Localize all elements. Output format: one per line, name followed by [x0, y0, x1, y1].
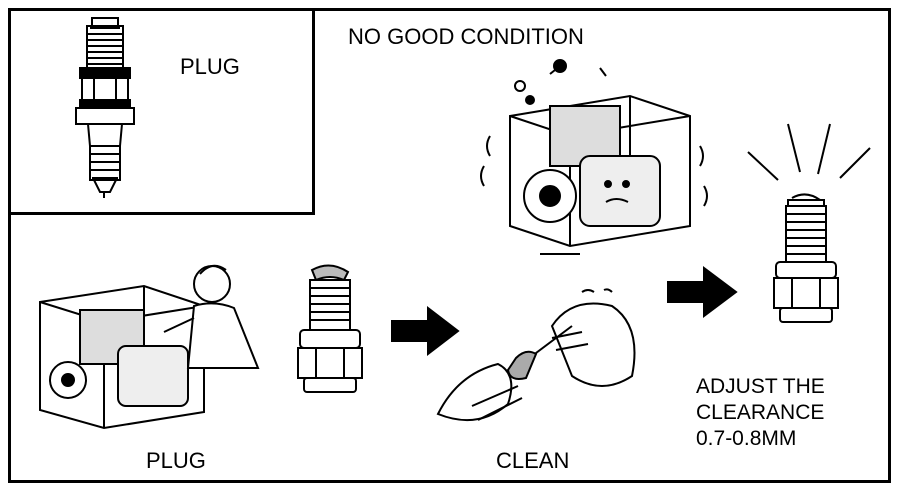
clean-label: CLEAN [496, 448, 570, 473]
adjust-clearance-label: ADJUST THE CLEARANCE 0.7-0.8MM [696, 374, 825, 452]
plug-bottom-label: PLUG [146, 448, 206, 473]
plug-inset-box [8, 8, 315, 215]
mechanic-icon [34, 262, 269, 437]
adjust-line-2: CLEARANCE [696, 401, 825, 424]
water-pump-icon [480, 56, 710, 256]
right-arrow-icon [390, 306, 460, 356]
spark-plug-icon [290, 264, 370, 414]
adjust-line-3: 0.7-0.8MM [696, 427, 797, 450]
plug-top-label: PLUG [180, 54, 240, 79]
spark-plug-icon [766, 192, 846, 342]
no-good-condition-label: NO GOOD CONDITION [348, 24, 584, 49]
adjust-line-1: ADJUST THE [696, 375, 825, 398]
spark-plug-icon [70, 14, 140, 199]
cleaning-hands-icon [432, 286, 642, 436]
diagram-frame [8, 8, 891, 483]
shine-rays-icon [738, 122, 878, 192]
right-arrow-icon [666, 266, 738, 318]
